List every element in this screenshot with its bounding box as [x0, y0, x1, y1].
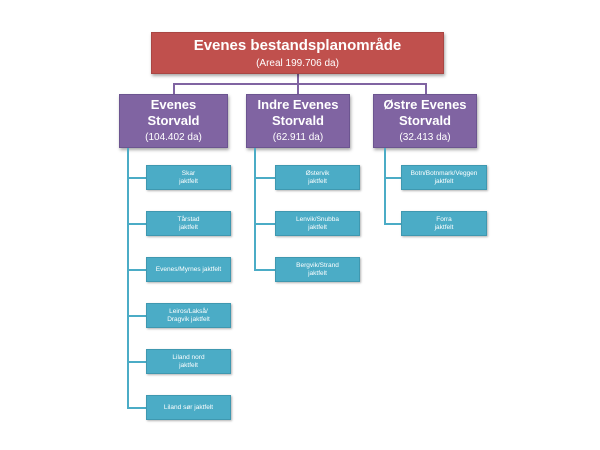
- region-node-indre-evenes: Indre Evenes Storvald (62.911 da): [246, 94, 350, 148]
- field-branch: [127, 177, 147, 179]
- root-connector: [297, 74, 299, 84]
- field-node-tarstad: Tårstad jaktfelt: [146, 211, 231, 236]
- field-node-forra: Forra jaktfelt: [401, 211, 487, 236]
- field-node-skar: Skar jaktfelt: [146, 165, 231, 190]
- region-connector-1: [173, 83, 175, 95]
- root-title: Evenes bestandsplanområde: [193, 37, 402, 54]
- field-branch: [254, 177, 276, 179]
- field-node-evenes-myrnes: Evenes/Myrnes jaktfelt: [146, 257, 231, 282]
- field-spine-indre-evenes: [254, 148, 256, 270]
- field-node-liland-sor: Liland sør jaktfelt: [146, 395, 231, 420]
- region-node-ostre-evenes: Østre Evenes Storvald (32.413 da): [373, 94, 477, 148]
- region-area: (62.911 da): [272, 132, 324, 143]
- field-node-ostervik: Østervik jaktfelt: [275, 165, 360, 190]
- region-connector-2: [297, 83, 299, 95]
- field-node-botn-botnmark-veggen: Botn/Botnmark/Veggen jaktfelt: [401, 165, 487, 190]
- region-node-evenes: Evenes Storvald (104.402 da): [119, 94, 228, 148]
- field-label: Bergvik/Strand jaktfelt: [296, 261, 339, 277]
- field-branch: [384, 223, 402, 225]
- field-label: Forra jaktfelt: [434, 215, 454, 231]
- field-label: Østervik jaktfelt: [305, 169, 330, 185]
- field-branch: [127, 315, 147, 317]
- root-subtitle: (Areal 199.706 da): [256, 58, 339, 69]
- field-branch: [384, 177, 402, 179]
- field-node-lenvik-snubba: Lenvik/Snubba jaktfelt: [275, 211, 360, 236]
- region-connector-3: [425, 83, 427, 95]
- field-spine-ostre-evenes: [384, 148, 386, 224]
- region-area: (32.413 da): [399, 132, 451, 143]
- field-node-bergvik-strand: Bergvik/Strand jaktfelt: [275, 257, 360, 282]
- root-node: Evenes bestandsplanområde (Areal 199.706…: [151, 32, 444, 74]
- field-branch: [127, 407, 147, 409]
- region-title: Indre Evenes Storvald: [257, 97, 339, 128]
- field-node-liland-nord: Liland nord jaktfelt: [146, 349, 231, 374]
- region-bus: [173, 83, 427, 85]
- field-branch: [254, 269, 276, 271]
- field-label: Lenvik/Snubba jaktfelt: [295, 215, 339, 231]
- field-label: Botn/Botnmark/Veggen jaktfelt: [410, 169, 478, 185]
- field-label: Liland sør jaktfelt: [163, 403, 214, 411]
- field-label: Tårstad jaktfelt: [177, 215, 200, 231]
- field-label: Leiros/Lakså/ Dragvik jaktfelt: [167, 307, 210, 323]
- field-branch: [127, 269, 147, 271]
- field-spine-evenes: [127, 148, 129, 408]
- field-node-leiros-lakso-dragvik: Leiros/Lakså/ Dragvik jaktfelt: [146, 303, 231, 328]
- field-label: Liland nord jaktfelt: [172, 353, 205, 369]
- field-branch: [127, 223, 147, 225]
- region-title: Evenes Storvald: [147, 97, 200, 128]
- field-branch: [127, 361, 147, 363]
- field-label: Skar jaktfelt: [179, 169, 198, 185]
- field-label: Evenes/Myrnes jaktfelt: [155, 265, 222, 273]
- region-area: (104.402 da): [145, 132, 202, 143]
- field-branch: [254, 223, 276, 225]
- region-title: Østre Evenes Storvald: [383, 97, 467, 128]
